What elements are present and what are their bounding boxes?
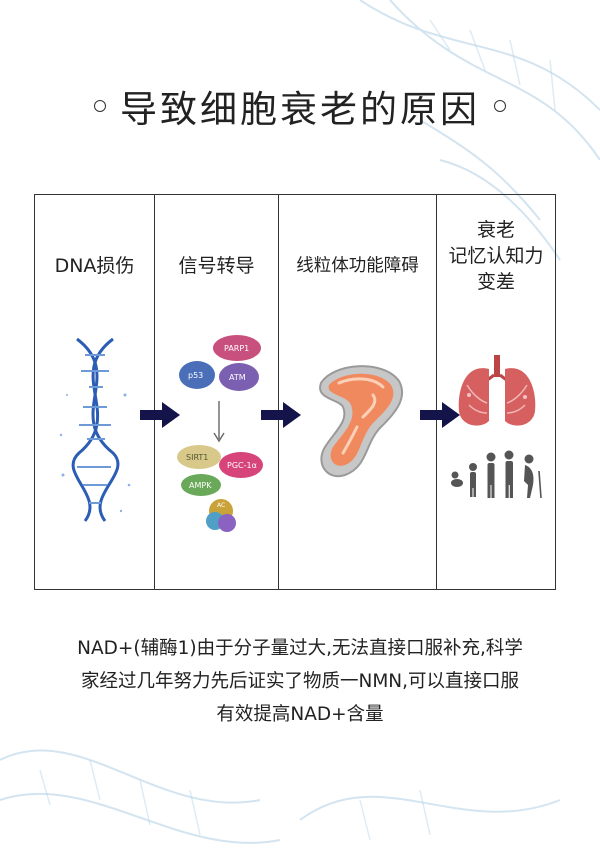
- protein-label-pgc1a: PGC-1α: [227, 461, 257, 470]
- panel-label: 信号转导: [178, 255, 255, 277]
- nad-caption: NAD+(辅酶1)由于分子量过大,无法直接口服补充,科学 家经过几年努力先后证实…: [0, 632, 600, 731]
- cause-panels: DNA损伤: [34, 194, 556, 590]
- panel-mitochondrial-dysfunction: 线粒体功能障碍: [279, 195, 437, 589]
- panel-aging: 衰老 记忆认知力 变差: [437, 195, 555, 589]
- protein-signaling-icon: PARP1 p53 ATM SIRT1 PGC-1α AMPK: [177, 335, 263, 532]
- arrow-right-icon: [420, 402, 460, 428]
- panel-label: 线粒体功能障碍: [296, 256, 419, 276]
- page-title-row: 导致细胞衰老的原因: [0, 78, 600, 134]
- panel-label: 衰老 记忆认知力 变差: [448, 219, 544, 293]
- protein-label-ac: AC: [217, 502, 225, 509]
- mitochondria-icon: [319, 365, 404, 478]
- panel-dna-damage: DNA损伤: [35, 195, 155, 589]
- right-circle-icon: [494, 100, 506, 112]
- protein-label-p53: p53: [188, 371, 203, 380]
- protein-label-sirt1: SIRT1: [186, 453, 208, 462]
- arrow-right-icon: [261, 402, 301, 428]
- protein-label-parp1: PARP1: [224, 344, 249, 353]
- protein-label-atm: ATM: [229, 373, 246, 382]
- dna-helix-icon: [59, 337, 131, 522]
- lungs-aging-icon: [451, 355, 542, 499]
- panel-label: DNA损伤: [54, 255, 135, 277]
- left-circle-icon: [94, 100, 106, 112]
- caption-line: 有效提高NAD+含量: [216, 704, 384, 725]
- caption-line: NAD+(辅酶1)由于分子量过大,无法直接口服补充,科学: [77, 638, 523, 659]
- protein-label-ampk: AMPK: [189, 481, 212, 490]
- arrow-right-icon: [140, 402, 180, 428]
- panel-signal-transduction: 信号转导 PARP1 p53 ATM SIRT1 PGC-1α: [155, 195, 279, 589]
- caption-line: 家经过几年努力先后证实了物质一NMN,可以直接口服: [80, 671, 520, 692]
- page-title: 导致细胞衰老的原因: [120, 88, 480, 131]
